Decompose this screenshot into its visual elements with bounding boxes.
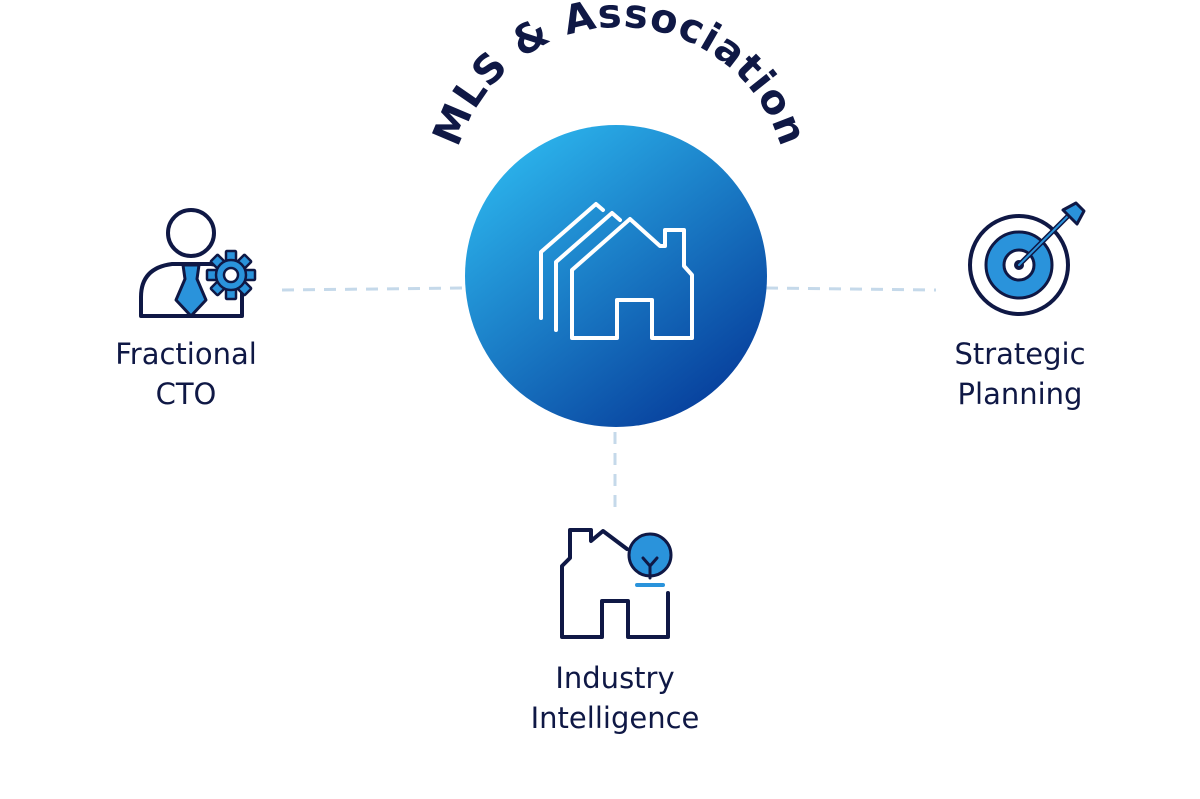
label-line: Industry xyxy=(555,661,675,695)
person-gear-icon xyxy=(139,208,257,318)
target-arrow-icon xyxy=(968,201,1086,316)
label-line: Planning xyxy=(957,377,1083,411)
label-strategic-planning: Strategic Planning xyxy=(900,334,1140,414)
label-line: CTO xyxy=(155,377,217,411)
center-circle xyxy=(465,125,767,427)
connector-left xyxy=(281,286,467,292)
label-line: Fractional xyxy=(115,337,257,371)
label-line: Strategic xyxy=(954,337,1086,371)
label-line: Intelligence xyxy=(530,701,700,735)
connector-right xyxy=(765,286,937,292)
house-lightbulb-icon xyxy=(560,528,673,639)
label-industry-intelligence: Industry Intelligence xyxy=(480,658,750,738)
stacked-houses-icon xyxy=(539,202,694,340)
label-fractional-cto: Fractional CTO xyxy=(66,334,306,414)
